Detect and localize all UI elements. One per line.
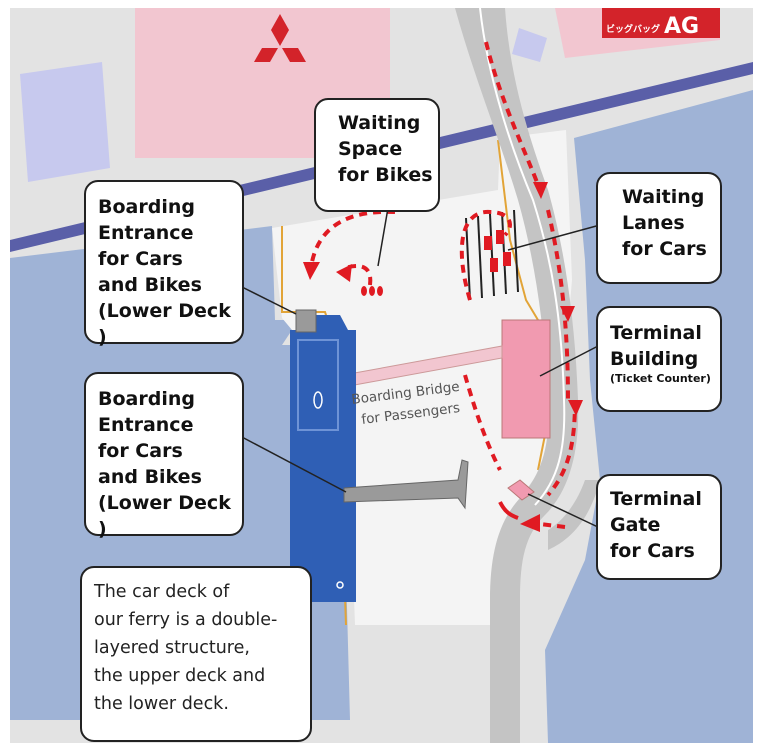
- callout-waiting-cars: Waiting Lanes for Cars: [596, 172, 722, 284]
- note-line: layered structure,: [94, 638, 250, 658]
- waiting-bike-3: [377, 286, 383, 296]
- callout-line: Entrance: [98, 414, 194, 436]
- leader-terminal-building: [539, 344, 601, 377]
- route-arrow-gate: [539, 522, 566, 529]
- note-line: the upper deck and: [94, 666, 266, 686]
- callout-line: (Lower Deck ): [98, 300, 231, 348]
- callout-line: Building: [610, 348, 699, 370]
- callout-line: Terminal: [610, 322, 702, 344]
- waiting-car-2: [496, 230, 504, 244]
- callout-line: Boarding: [98, 196, 195, 218]
- callout-boarding-lower: Boarding Entrance for Cars and Bikes (Lo…: [84, 372, 244, 540]
- callout-line: Boarding: [98, 388, 195, 410]
- dashed-arrow-icon: [310, 41, 577, 497]
- boarding-ramp-upper: [295, 309, 317, 333]
- boarding-ramp-lower: [343, 459, 469, 510]
- waiting-lane-5: [513, 209, 519, 293]
- logo-word: AG: [664, 14, 699, 39]
- logo-katakana: ビッグバッグ: [606, 23, 660, 35]
- main-road: [455, 8, 579, 743]
- callout-line: Waiting: [622, 186, 705, 208]
- leader-waiting-cars: [507, 224, 601, 251]
- callout-line: Terminal: [610, 488, 702, 510]
- note-line: our ferry is a double-: [94, 610, 278, 630]
- callout-line: and Bikes: [98, 274, 202, 296]
- callout-line: Entrance: [98, 222, 194, 244]
- waiting-car-3: [490, 258, 498, 272]
- callout-line: Gate: [610, 514, 661, 536]
- leader-terminal-gate: [527, 493, 601, 529]
- callout-line: for Cars: [98, 440, 183, 462]
- callout-subline: (Ticket Counter): [610, 372, 711, 385]
- waiting-lane-3: [489, 213, 495, 297]
- leader-boarding-lower: [239, 435, 347, 493]
- waiting-bike-2: [369, 286, 375, 296]
- note-line: the lower deck.: [94, 694, 229, 714]
- callout-line: for Cars: [98, 248, 183, 270]
- terminal-area: [272, 130, 572, 625]
- callout-boarding-upper: Boarding Entrance for Cars and Bikes (Lo…: [84, 180, 244, 348]
- callout-terminal-building: Terminal Building (Ticket Counter): [596, 306, 722, 412]
- route-arrow-bikes: [344, 264, 373, 286]
- ferry-deck-note: The car deck of our ferry is a double- l…: [80, 566, 312, 742]
- callout-line: for Cars: [622, 238, 707, 260]
- waiting-lane-2: [477, 215, 483, 299]
- route-arrowhead-2: [560, 306, 575, 322]
- route-arrowhead-4: [303, 262, 320, 280]
- callout-line: for Bikes: [338, 164, 433, 186]
- callout-line: for Cars: [610, 540, 695, 562]
- waiting-car-1: [484, 236, 492, 250]
- callout-line: Waiting: [338, 112, 421, 134]
- route-arrow-gate-exit: [498, 501, 519, 520]
- waiting-bike-1: [361, 286, 367, 296]
- waiting-lane-1: [465, 217, 471, 301]
- route-arrowhead-1: [533, 182, 548, 199]
- callout-line: and Bikes: [98, 466, 202, 488]
- terminal-building: [501, 319, 551, 439]
- route-arrowhead-6: [520, 514, 540, 532]
- three-diamond-logo-icon: [254, 14, 306, 62]
- route-arrowhead-3: [568, 400, 583, 416]
- logo-badge: ビッグバッグ AG: [602, 8, 720, 39]
- callout-line: Lanes: [622, 212, 685, 234]
- ferry-ship-icon: [290, 315, 356, 602]
- leader-waiting-bikes: [377, 207, 389, 267]
- callout-line: Space: [338, 138, 403, 160]
- blue-building-left: [20, 62, 110, 182]
- road-lane-marking: [479, 7, 566, 506]
- callout-waiting-bikes: Waiting Space for Bikes: [314, 98, 440, 212]
- terminal-gate: [507, 479, 535, 501]
- route-arrowhead-5: [336, 264, 352, 282]
- blue-building-right: [512, 28, 547, 62]
- callout-terminal-gate: Terminal Gate for Cars: [596, 474, 722, 580]
- leader-boarding-upper: [239, 285, 297, 315]
- note-line: The car deck of: [94, 582, 230, 602]
- callout-line: (Lower Deck ): [98, 492, 231, 540]
- waiting-car-4: [503, 252, 511, 266]
